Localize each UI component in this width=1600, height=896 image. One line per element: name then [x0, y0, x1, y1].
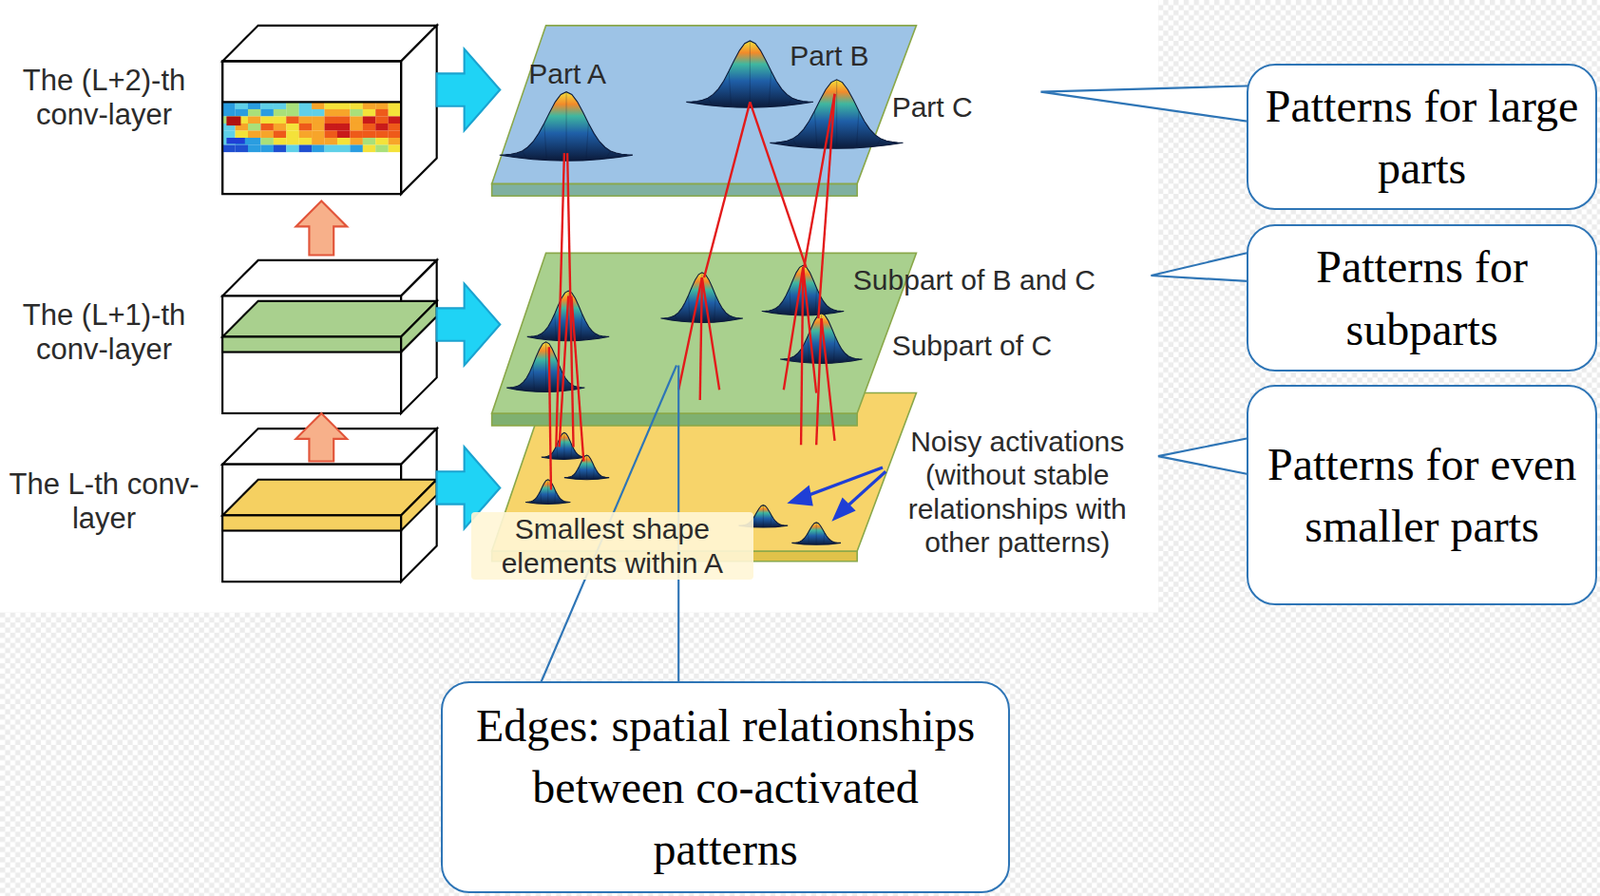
callout-box: Edges: spatial relationships between co-…	[440, 681, 1010, 893]
figure-label: The L-th conv-layer	[1, 467, 207, 537]
callout-box: Patterns for even smaller parts	[1246, 384, 1597, 606]
figure-label: Smallest shape elements within A	[471, 512, 753, 580]
callout-text: Patterns for even smaller parts	[1261, 433, 1581, 558]
figure-label: Subpart of C	[892, 328, 1127, 362]
callout-text: Edges: spatial relationships between co-…	[456, 694, 995, 881]
figure-label: Subpart of B and C	[853, 263, 1152, 297]
figure-label: The (L+2)-th conv-layer	[1, 63, 207, 134]
figure-label: Noisy activations (without stable relati…	[883, 424, 1151, 560]
callout-box: Patterns for subparts	[1246, 224, 1597, 372]
figure-label: Part C	[892, 90, 1015, 124]
callout-text: Patterns for subparts	[1261, 235, 1581, 361]
figure-label: Part A	[528, 57, 651, 91]
callout-text: Patterns for large parts	[1261, 75, 1581, 200]
callout-box: Patterns for large parts	[1246, 63, 1597, 211]
figure-label: The (L+1)-th conv-layer	[1, 298, 207, 368]
figure-label: Part B	[789, 38, 913, 73]
